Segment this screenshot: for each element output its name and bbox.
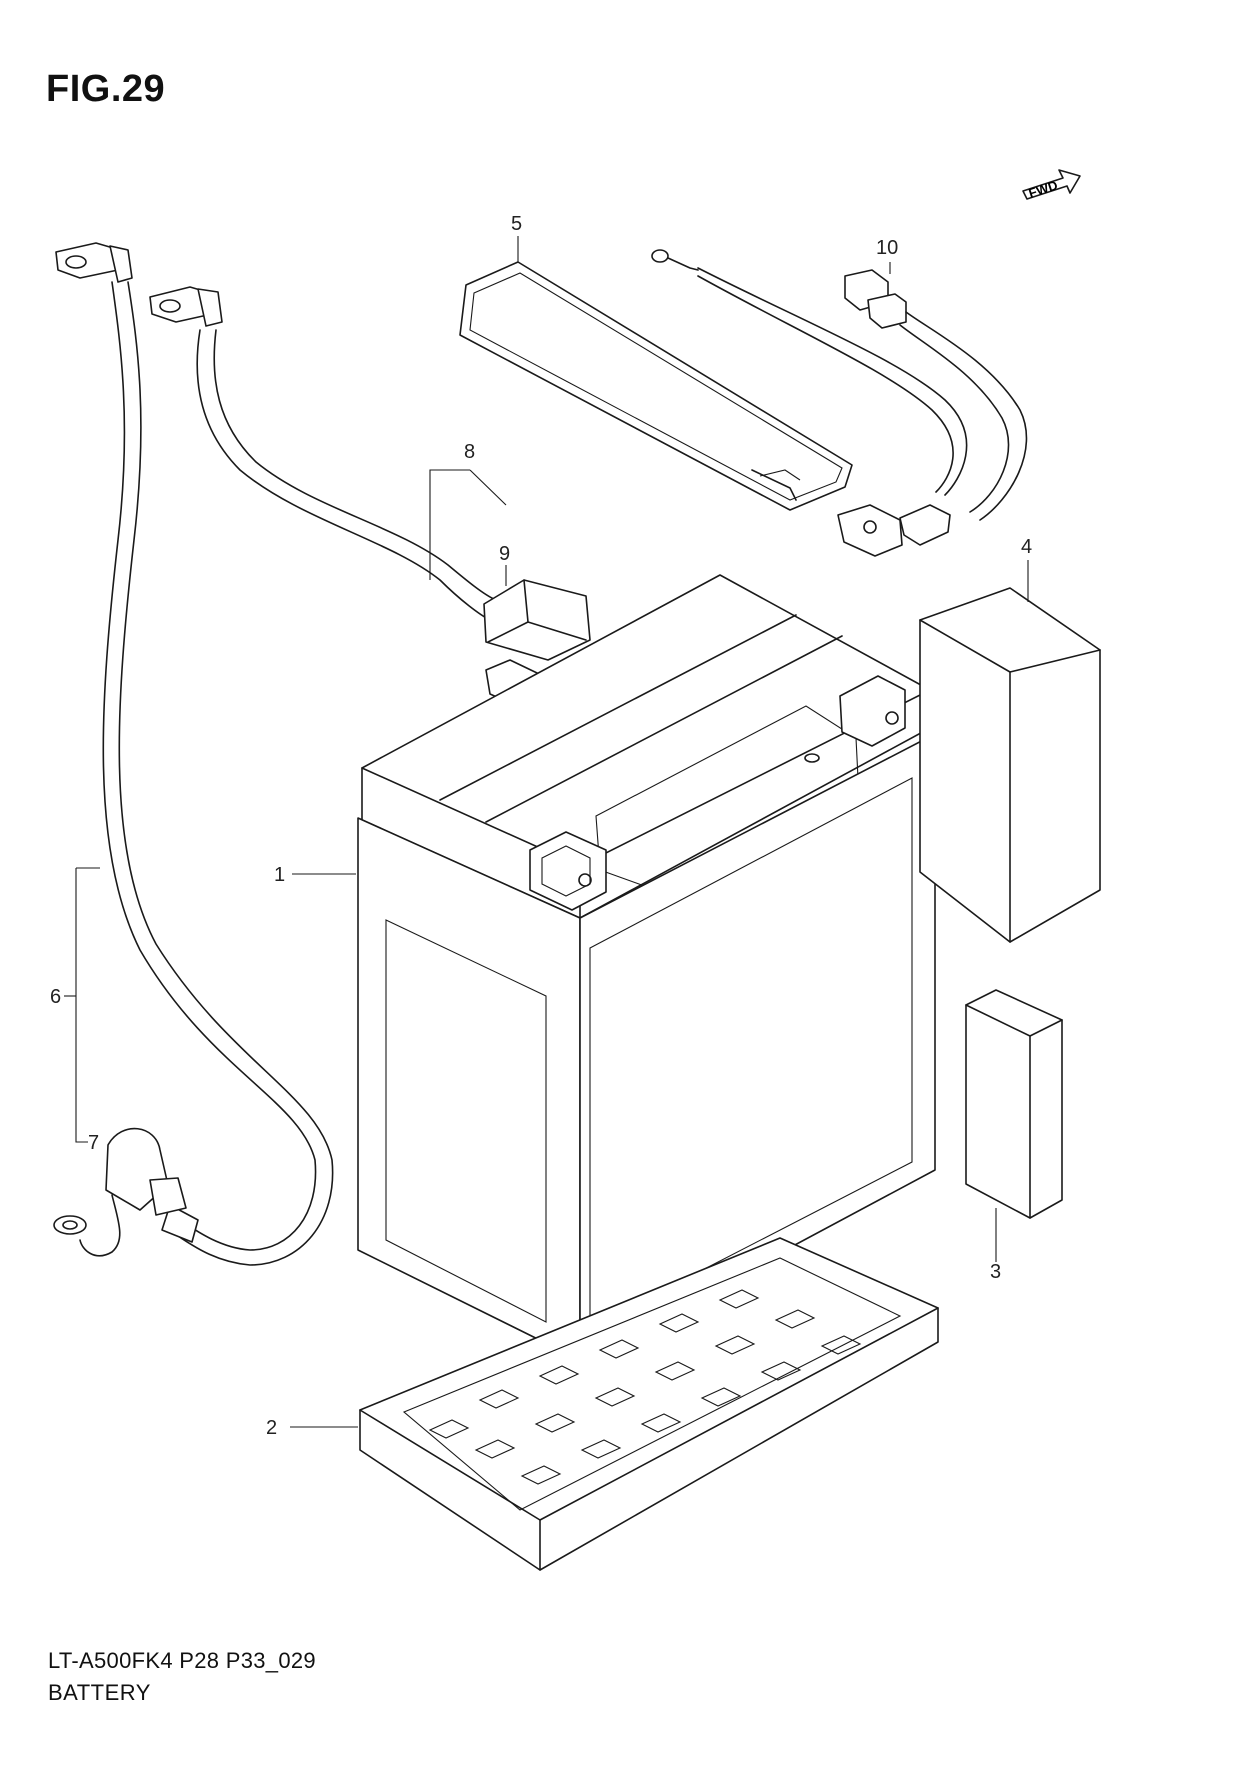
callout-5: 5 bbox=[511, 213, 522, 235]
battery-band bbox=[459, 261, 853, 511]
leader-lines bbox=[64, 236, 1029, 1428]
callout-3: 3 bbox=[990, 1261, 1001, 1283]
positive-cable bbox=[149, 286, 497, 621]
figure-title: FIG.29 bbox=[46, 68, 166, 110]
callout-4: 4 bbox=[1021, 536, 1032, 558]
fwd-arrow-icon: FWD bbox=[1022, 169, 1081, 201]
callout-1: 1 bbox=[274, 864, 285, 886]
fwd-label: FWD bbox=[1027, 177, 1060, 200]
lead-wire-harness bbox=[651, 249, 1028, 557]
callout-9: 9 bbox=[499, 543, 510, 565]
callout-8: 8 bbox=[464, 441, 475, 463]
terminal-cover-negative bbox=[53, 1127, 187, 1257]
battery-cushion-small bbox=[965, 989, 1063, 1219]
callout-2: 2 bbox=[266, 1417, 277, 1439]
negative-cable bbox=[55, 242, 334, 1266]
callout-10: 10 bbox=[876, 237, 898, 259]
battery-cushion-large bbox=[919, 587, 1101, 943]
diagram-code: LT-A500FK4 P28 P33_029 bbox=[48, 1648, 316, 1673]
battery-tray bbox=[359, 1237, 939, 1571]
diagram-name: BATTERY bbox=[48, 1680, 151, 1705]
callout-6: 6 bbox=[50, 986, 61, 1008]
battery-body bbox=[357, 574, 936, 1361]
callout-7: 7 bbox=[88, 1132, 99, 1154]
